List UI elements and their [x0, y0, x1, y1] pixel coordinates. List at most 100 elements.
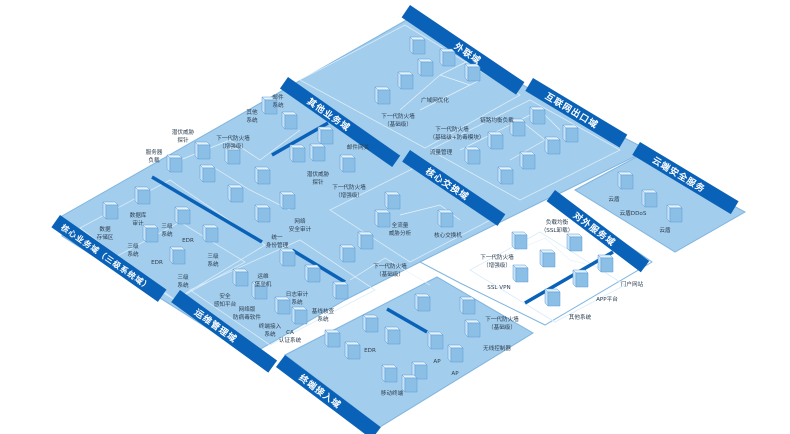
shield-icon	[617, 171, 634, 190]
label-traffic-mgmt: 流量管理	[430, 148, 453, 156]
monitor-icon	[254, 204, 271, 223]
label-other-sys-2: 系统	[246, 116, 258, 124]
label-level3-b: 三级	[127, 242, 139, 250]
label-link-lb: 链路均衡负载	[480, 116, 514, 124]
server-icon	[464, 319, 481, 338]
switch-icon	[417, 58, 434, 77]
label-svc-fw-level: （增强级）	[483, 261, 511, 269]
server-icon	[174, 206, 191, 225]
label-level3-c-2: 系统	[207, 260, 219, 268]
label-mail-sys-2: 系统	[272, 101, 284, 109]
firewall-icon	[339, 154, 356, 173]
label-mobile: 移动终端	[381, 389, 404, 397]
label-exit-fw: 下一代防火墙	[435, 125, 469, 133]
label-term-fw: 下一代防火墙	[485, 315, 519, 323]
label-wlc: 无线控制器	[483, 344, 511, 352]
label-server-lb-2: 负载	[148, 156, 160, 164]
label-level3-a: 三级	[161, 222, 173, 230]
switch-icon	[199, 164, 216, 183]
shield-icon	[304, 264, 321, 283]
cloud-icon	[464, 63, 481, 82]
mobile-icon	[381, 364, 398, 383]
label-level3-b-2: 系统	[127, 250, 139, 258]
label-level3-c: 三级	[207, 252, 219, 260]
label-wan-opt: 广域网优化	[421, 96, 449, 104]
label-full-traffic-2: 威胁分析	[389, 229, 412, 237]
monitor-icon	[374, 209, 391, 228]
label-apt-probe-core-2: 探针	[177, 136, 189, 144]
label-cloud-ddos: 云盾DDoS	[620, 210, 647, 217]
firewall-icon	[459, 296, 476, 315]
shield-icon	[497, 166, 514, 185]
label-net-audit: 网络	[294, 217, 306, 225]
cloud-icon	[439, 48, 456, 67]
firewall-icon	[254, 166, 271, 185]
label-ca-2: 认证系统	[279, 336, 302, 344]
label-ap2: AP	[451, 371, 459, 377]
shield-icon	[194, 141, 211, 160]
label-term-fw-level: （基础级）	[488, 323, 516, 331]
label-ext-fw-level: （基础级）	[384, 120, 412, 128]
device-labels: 广域网优化 下一代防火墙 （基础级） 链路均衡负载 下一代防火墙 （基础级+防毒…	[97, 93, 671, 397]
label-terminal-access-sys: 终端接入	[259, 322, 282, 330]
shield-icon	[289, 144, 306, 163]
label-sec-platform: 安全	[219, 292, 231, 300]
label-level3-a-2: 系统	[161, 230, 173, 238]
server-icon	[202, 224, 219, 243]
shield-icon	[279, 191, 296, 210]
switch-icon	[339, 244, 356, 263]
label-ops-fw-level: （基础级）	[376, 270, 404, 278]
label-db-audit-2: 审计	[132, 219, 144, 227]
label-svc-other: 其他系统	[569, 313, 592, 321]
shield-icon	[134, 186, 151, 205]
monitor-icon	[384, 326, 401, 345]
label-app: APP平台	[596, 295, 618, 303]
label-ap1: AP	[433, 359, 441, 365]
server-icon	[102, 201, 119, 220]
firewall-icon	[519, 151, 536, 170]
label-log-audit: 日志审计	[286, 290, 309, 298]
server-icon	[169, 246, 186, 265]
label-data-store: 数据	[99, 225, 111, 233]
cloud-security-plane	[574, 154, 747, 253]
label-apt-probe-other: 潜伏威胁	[307, 170, 330, 178]
firewall-icon	[511, 231, 528, 250]
label-antivirus-2: 防病毒软件	[233, 313, 261, 321]
label-apt-probe-other-2: 探针	[312, 178, 324, 186]
server-icon	[291, 306, 308, 325]
label-mail-sys: 邮件	[272, 93, 284, 101]
server-icon	[397, 71, 414, 90]
label-iam: 统一	[271, 233, 283, 241]
server-icon	[317, 126, 334, 145]
server-icon	[544, 288, 561, 307]
server-icon	[142, 224, 159, 243]
switch-icon	[437, 209, 454, 228]
server-icon	[572, 269, 589, 288]
label-iam-2: 身份管理	[266, 241, 289, 249]
label-bastion-2: 堡垒机	[255, 280, 272, 288]
cloud-icon	[529, 106, 546, 125]
label-exit-fw-level: （基础级+防毒模块）	[429, 133, 484, 141]
label-level3-d: 三级	[177, 273, 189, 281]
firewall-icon	[374, 86, 391, 105]
switch-icon	[384, 191, 401, 210]
label-terminal-access-sys-2: 系统	[264, 330, 276, 338]
mobile-icon	[324, 329, 341, 348]
label-data-store-2: 存储区	[97, 233, 114, 241]
label-baseline: 基线核查	[312, 307, 335, 315]
label-core-fw: 下一代防火墙	[216, 134, 250, 142]
mobile-icon	[401, 374, 418, 393]
bus-bar	[386, 307, 428, 334]
label-level3-d-2: 系统	[177, 281, 189, 289]
bus-bar	[151, 175, 263, 244]
mobile-icon	[362, 314, 379, 333]
shield-icon	[666, 204, 683, 223]
cloud-icon	[562, 124, 579, 143]
server-icon	[597, 254, 614, 273]
server-icon	[281, 111, 298, 130]
label-bastion: 运维	[257, 272, 269, 280]
load-balancer-icon	[566, 233, 583, 252]
label-server-lb: 服务器	[146, 148, 163, 156]
label-ca: CA	[286, 330, 294, 336]
